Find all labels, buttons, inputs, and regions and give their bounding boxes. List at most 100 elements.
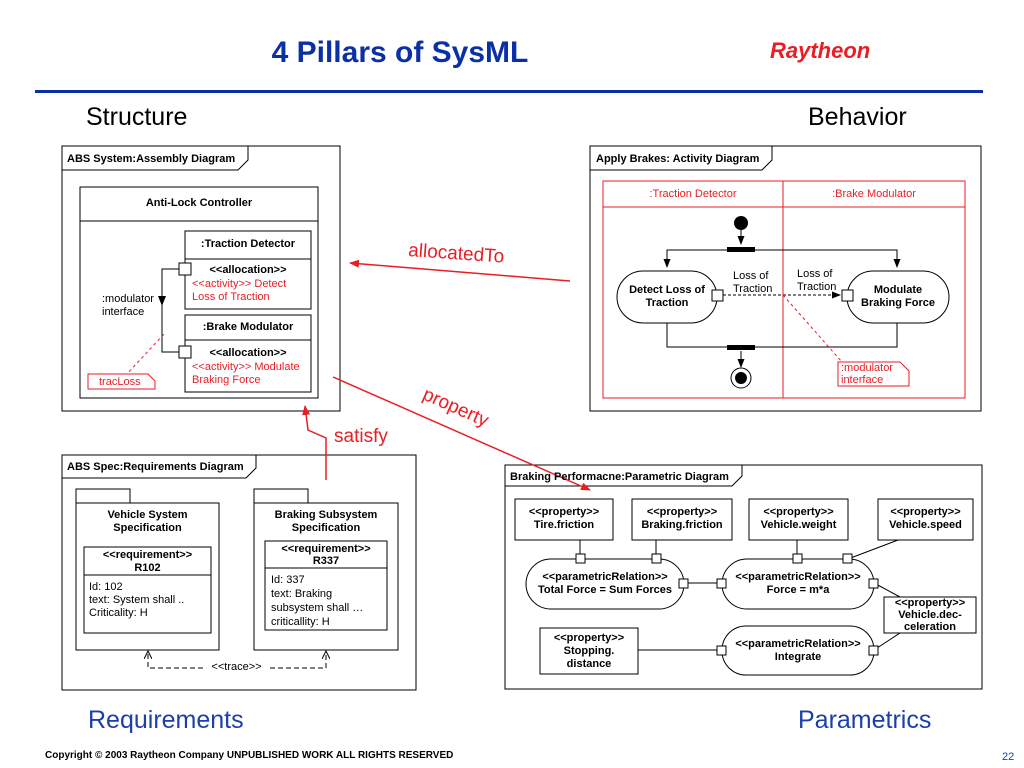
copyright-footer: Copyright © 2003 Raytheon Company UNPUBL…: [45, 750, 454, 761]
anti-lock-controller-body: [79, 220, 319, 399]
r337-criticality: criticallity: H: [271, 616, 330, 628]
r337-text2: subsystem shall …: [271, 602, 364, 614]
tracloss-label: tracLoss: [99, 376, 141, 388]
brake-modulator-label: :Brake Modulator: [202, 321, 294, 333]
deceleration-stereotype: <<property>>: [894, 597, 966, 609]
total-force-stereotype: <<parametricRelation>>: [542, 571, 668, 583]
modulator-interface-note: [837, 361, 910, 387]
stopping-stereotype: <<property>>: [553, 632, 625, 644]
page-number: 22: [1002, 751, 1015, 763]
activity-diagram-frame: [589, 145, 982, 412]
lane-brake-modulator: :Brake Modulator: [832, 188, 916, 200]
bm-allocation-line2: Braking Force: [192, 374, 261, 386]
r102-stereotype: <<requirement>>: [102, 549, 193, 561]
output-pin-label1: Loss of: [733, 270, 769, 282]
force-equation: Force = m*a: [766, 584, 830, 596]
r337-stereotype: <<requirement>>: [281, 543, 371, 555]
requirements-label: Requirements: [88, 706, 244, 734]
modulate-line1: Modulate: [873, 284, 923, 296]
requirements-frame-tab: [62, 455, 257, 479]
vehicle-speed-name: Vehicle.speed: [889, 519, 962, 531]
r102-name: R102: [134, 562, 161, 574]
connector-arrowhead: [158, 296, 166, 306]
slide-title: 4 Pillars of SysML: [271, 36, 529, 69]
parametric-frame-title: Braking Performacne:Parametric Diagram: [510, 471, 729, 483]
join-bar: [727, 345, 755, 350]
tire-friction-name: Tire.friction: [533, 519, 595, 531]
final-node: [735, 372, 747, 384]
trace-label: <<trace>>: [211, 661, 262, 673]
modulator-connector: [161, 268, 179, 353]
bm-allocation-stereotype: <<allocation>>: [209, 347, 287, 359]
output-pin-label2: Traction: [733, 283, 773, 295]
parametric-diagram-frame: [504, 464, 983, 690]
fork-bar: [727, 247, 755, 252]
assembly-frame-title: ABS System:Assembly Diagram: [67, 153, 236, 165]
vss-line2: Specification: [113, 522, 182, 534]
note-line1: :modulator: [841, 362, 893, 374]
input-pin-label2: Traction: [797, 281, 837, 293]
integrate-name: Integrate: [774, 651, 822, 663]
activity-frame-tab: [590, 146, 773, 171]
td-allocation-line1: <<activity>> Detect: [192, 278, 287, 290]
assembly-frame-tab: [62, 146, 249, 171]
bm-allocation-line1: <<activity>> Modulate: [192, 361, 300, 373]
requirements-frame-title: ABS Spec:Requirements Diagram: [67, 461, 244, 473]
r102-criticality: Criticality: H: [89, 607, 148, 619]
parametric-frame-tab: [505, 465, 743, 487]
braking-friction-stereotype: <<property>>: [646, 506, 718, 518]
stopping-distance-property: [539, 627, 639, 675]
braking-friction-name: Braking.friction: [641, 519, 723, 531]
title-divider: [35, 90, 983, 93]
stopping-line2: distance: [566, 658, 612, 670]
bss-tab: [253, 488, 309, 504]
vehicle-weight-name: Vehicle.weight: [760, 519, 837, 531]
integrate-stereotype: <<parametricRelation>>: [735, 638, 861, 650]
r102-body: [83, 574, 212, 634]
vehicle-weight-property: [748, 498, 849, 541]
behavior-label: Behavior: [808, 103, 907, 131]
vss-tab: [75, 488, 131, 504]
detect-loss-line1: Detect Loss of: [629, 284, 705, 296]
initial-node: [734, 216, 748, 230]
tire-friction-stereotype: <<property>>: [528, 506, 600, 518]
vss-line1: Vehicle System: [107, 509, 188, 521]
r337-name: R337: [312, 555, 340, 567]
td-allocation-line2: Loss of Traction: [192, 291, 270, 303]
traction-detector-body: [184, 258, 312, 310]
anti-lock-controller-label: Anti-Lock Controller: [145, 197, 253, 209]
r337-body: [264, 567, 388, 631]
td-allocation-stereotype: <<allocation>>: [209, 264, 287, 276]
r337-text1: text: Braking: [271, 588, 333, 600]
satisfy-label: satisfy: [334, 426, 388, 447]
total-force-equation: Total Force = Sum Forces: [538, 584, 672, 596]
note-line2: interface: [841, 374, 884, 386]
deceleration-line2: celeration: [904, 621, 956, 633]
modulate-line2: Braking Force: [861, 297, 935, 309]
input-pin: [841, 289, 854, 302]
detect-loss-line2: Traction: [645, 297, 689, 309]
deceleration-property: [883, 596, 977, 634]
input-pin-label1: Loss of: [797, 268, 833, 280]
deceleration-line1: Vehicle.dec-: [898, 609, 962, 621]
brake-modulator-body: [184, 339, 312, 393]
modulator-interface-line1: :modulator: [102, 293, 154, 305]
tracloss-note: [87, 373, 156, 390]
parametric-ports: [575, 553, 879, 656]
tracloss-dashed-link: [124, 332, 166, 377]
trace-line-left: [148, 651, 203, 669]
requirements-diagram-frame: [61, 454, 417, 691]
vehicle-weight-stereotype: <<property>>: [763, 506, 834, 518]
bss-line2: Specification: [291, 522, 361, 534]
lane-traction-detector: :Traction Detector: [649, 188, 737, 200]
property-arrow: [332, 376, 591, 491]
trace-line-right: [270, 651, 326, 669]
tire-friction-property: [514, 498, 614, 541]
r337-id: Id: 337: [271, 574, 305, 586]
satisfy-arrow: [302, 405, 327, 480]
bss-line1: Braking Subsystem: [274, 509, 378, 521]
swimlane-frame: [602, 180, 966, 399]
vehicle-speed-stereotype: <<property>>: [890, 506, 961, 518]
traction-detector-label: :Traction Detector: [200, 238, 296, 250]
